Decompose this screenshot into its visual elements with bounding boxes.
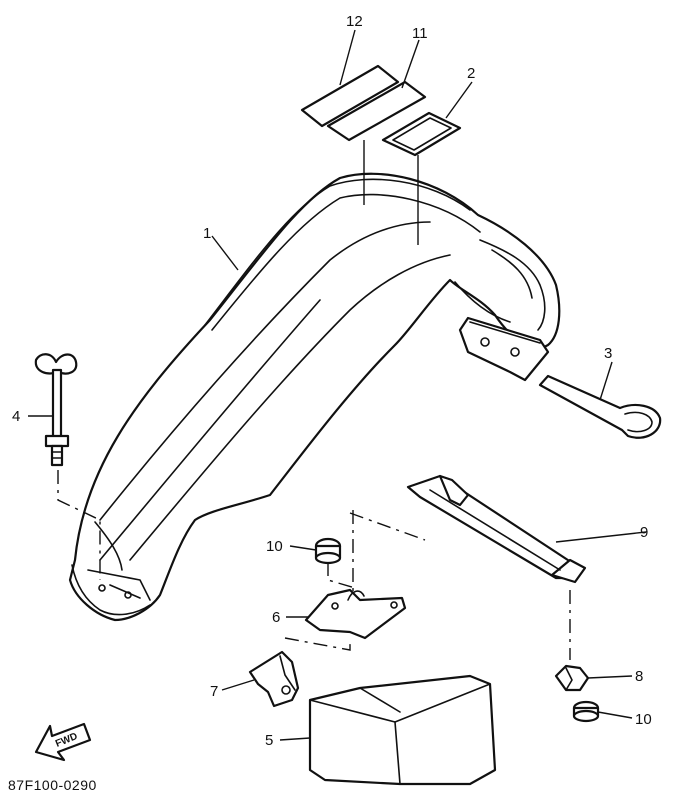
callout-5: 5 — [265, 732, 273, 749]
callout-12: 12 — [346, 13, 363, 30]
part-7-bracket — [248, 650, 300, 708]
callout-10-upper: 10 — [266, 538, 283, 555]
callout-6: 6 — [272, 609, 280, 626]
part-6-plate — [304, 588, 407, 640]
part-3-rod — [538, 374, 662, 439]
callout-leaders — [28, 29, 647, 741]
figure-code: 87F100-0290 — [8, 777, 97, 793]
callout-3: 3 — [604, 345, 612, 362]
part-5-battery-box — [308, 674, 497, 786]
fwd-arrow-icon: FWD — [34, 722, 92, 762]
part-4-wing-bolt — [34, 353, 78, 467]
callout-9: 9 — [640, 524, 648, 541]
part-2-gasket — [381, 111, 462, 157]
part-1-rear-fender — [68, 172, 561, 622]
part-12-decal — [300, 64, 400, 128]
part-11-decal — [326, 80, 427, 142]
callout-10-lower: 10 — [635, 711, 652, 728]
callout-4: 4 — [12, 408, 20, 425]
part-8-clip — [554, 664, 590, 692]
part-10-grommet-lower — [572, 700, 600, 723]
callout-7: 7 — [210, 683, 218, 700]
part-10-grommet-upper — [314, 537, 342, 565]
leader-10-dashed — [327, 562, 356, 589]
part-9-strap — [406, 474, 587, 584]
callout-11: 11 — [412, 25, 428, 42]
leader-6-7-dashed — [284, 637, 351, 651]
leader-6-axis — [349, 512, 426, 541]
callout-2: 2 — [467, 65, 475, 82]
callout-1: 1 — [203, 225, 211, 242]
callout-8: 8 — [635, 668, 643, 685]
